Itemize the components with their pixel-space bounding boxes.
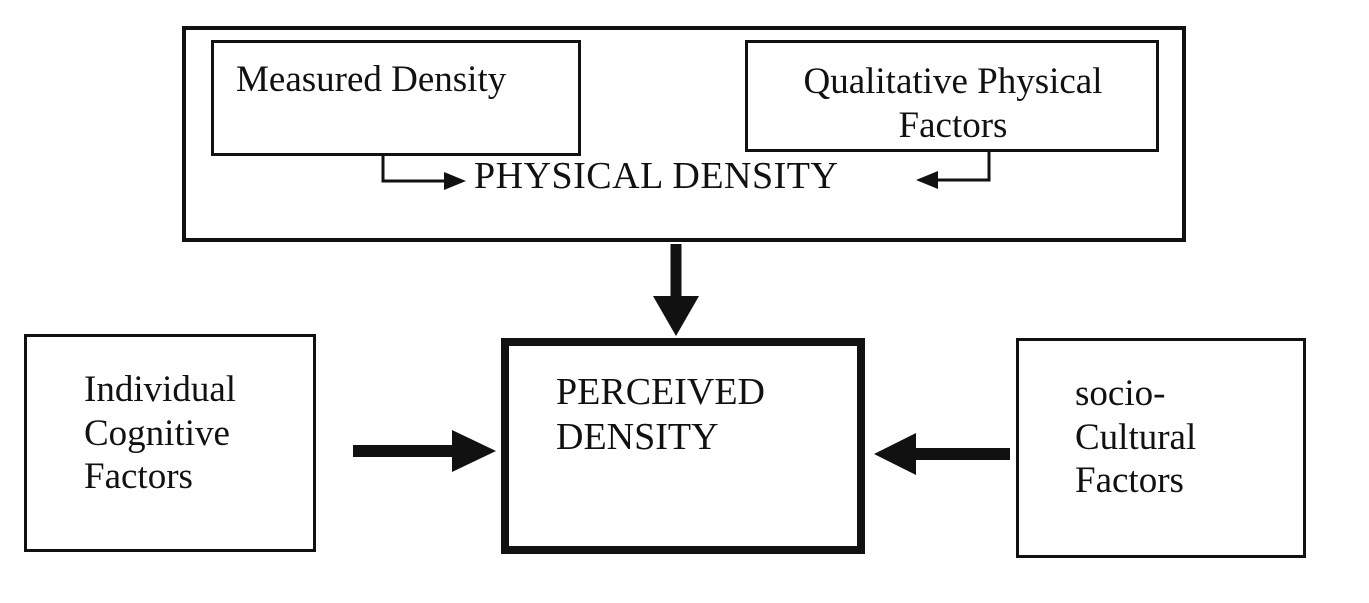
individual-to-perceived-arrowhead — [452, 430, 496, 472]
measured-density-box — [211, 40, 581, 156]
socio-cultural-factors-label: socio- Cultural Factors — [1075, 373, 1197, 502]
individual-cognitive-factors-box — [24, 334, 316, 552]
physical-to-perceived-arrowhead — [653, 296, 699, 336]
qualitative-physical-factors-box — [745, 40, 1159, 152]
measured-to-physical-arrowhead — [444, 172, 466, 190]
individual-cognitive-factors-label: Individual Cognitive Factors — [84, 369, 237, 498]
perceived-density-box — [501, 338, 865, 554]
qualitative-to-physical-arrowhead — [916, 171, 938, 189]
socio-cultural-factors-box — [1016, 338, 1306, 558]
socio-to-perceived-arrowhead — [874, 433, 916, 475]
perceived-density-label: PERCEIVED DENSITY — [556, 371, 765, 458]
qualitative-physical-factors-label: Qualitative Physical Factors — [803, 61, 1103, 146]
measured-to-physical-connector — [381, 156, 444, 183]
physical-density-label: PHYSICAL DENSITY — [474, 155, 839, 197]
qualitative-to-physical-connector — [938, 152, 991, 182]
measured-density-label: Measured Density — [236, 59, 507, 100]
